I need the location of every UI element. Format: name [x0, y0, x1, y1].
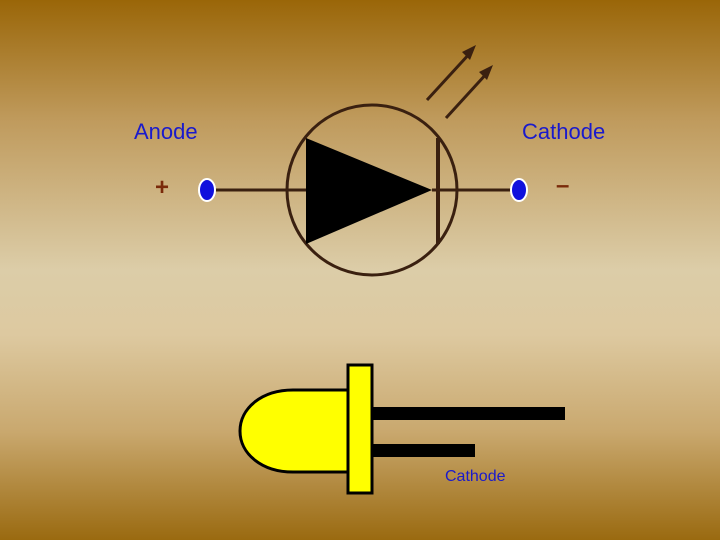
short-lead — [372, 444, 475, 457]
arrow-head-1 — [462, 45, 476, 60]
arrow-head-2 — [479, 65, 493, 80]
light-emission-arrows — [425, 45, 493, 120]
minus-sign: – — [556, 172, 570, 199]
led-flange — [346, 363, 374, 495]
arrow-line-2 — [444, 70, 490, 120]
led-cathode-label: Cathode — [445, 468, 506, 485]
arrow-line-1 — [425, 50, 473, 102]
led-component-drawing — [238, 363, 565, 495]
led-schematic-symbol — [198, 103, 528, 277]
diode-triangle — [306, 138, 432, 244]
cathode-label: Cathode — [522, 119, 606, 144]
long-lead — [372, 407, 565, 420]
cathode-terminal — [510, 178, 528, 202]
anode-terminal — [198, 178, 216, 202]
plus-sign: + — [155, 174, 170, 201]
led-dome — [238, 388, 352, 474]
anode-label: Anode — [134, 119, 198, 144]
